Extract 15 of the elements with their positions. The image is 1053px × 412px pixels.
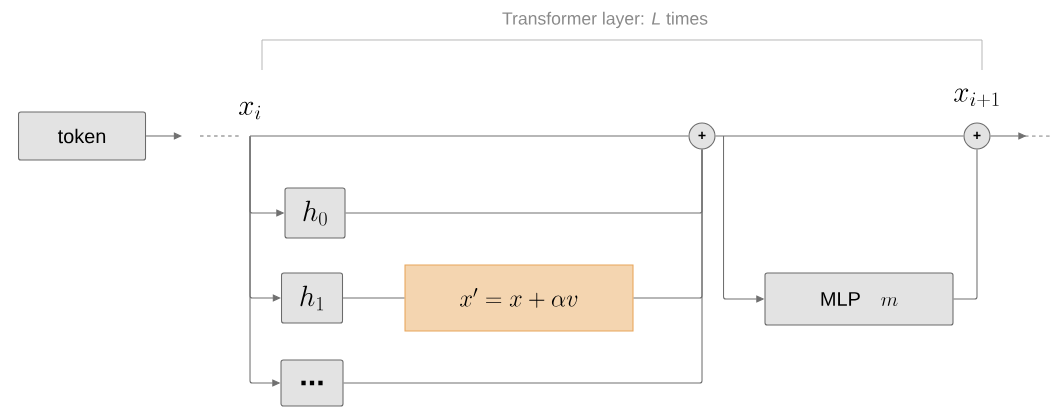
connector (715, 135, 964, 137)
stream-label: $x_{i+1}$ (954, 88, 999, 108)
steering-box: $x' = x + \alpha v$ (404, 264, 634, 332)
head-box: $h_0$ (284, 187, 346, 239)
head-box: $h_1$ (281, 272, 344, 324)
token-box: token (18, 111, 147, 161)
connector (953, 149, 978, 300)
stream-label: $x_i$ (239, 101, 261, 120)
bracket-label: Transformer layer: L times (502, 11, 708, 29)
connector (249, 135, 689, 137)
connector (145, 132, 182, 140)
connector (342, 297, 405, 299)
head-box: ... (280, 359, 344, 407)
connector (343, 149, 703, 384)
mlp-box: MLP $m$ (764, 272, 954, 326)
